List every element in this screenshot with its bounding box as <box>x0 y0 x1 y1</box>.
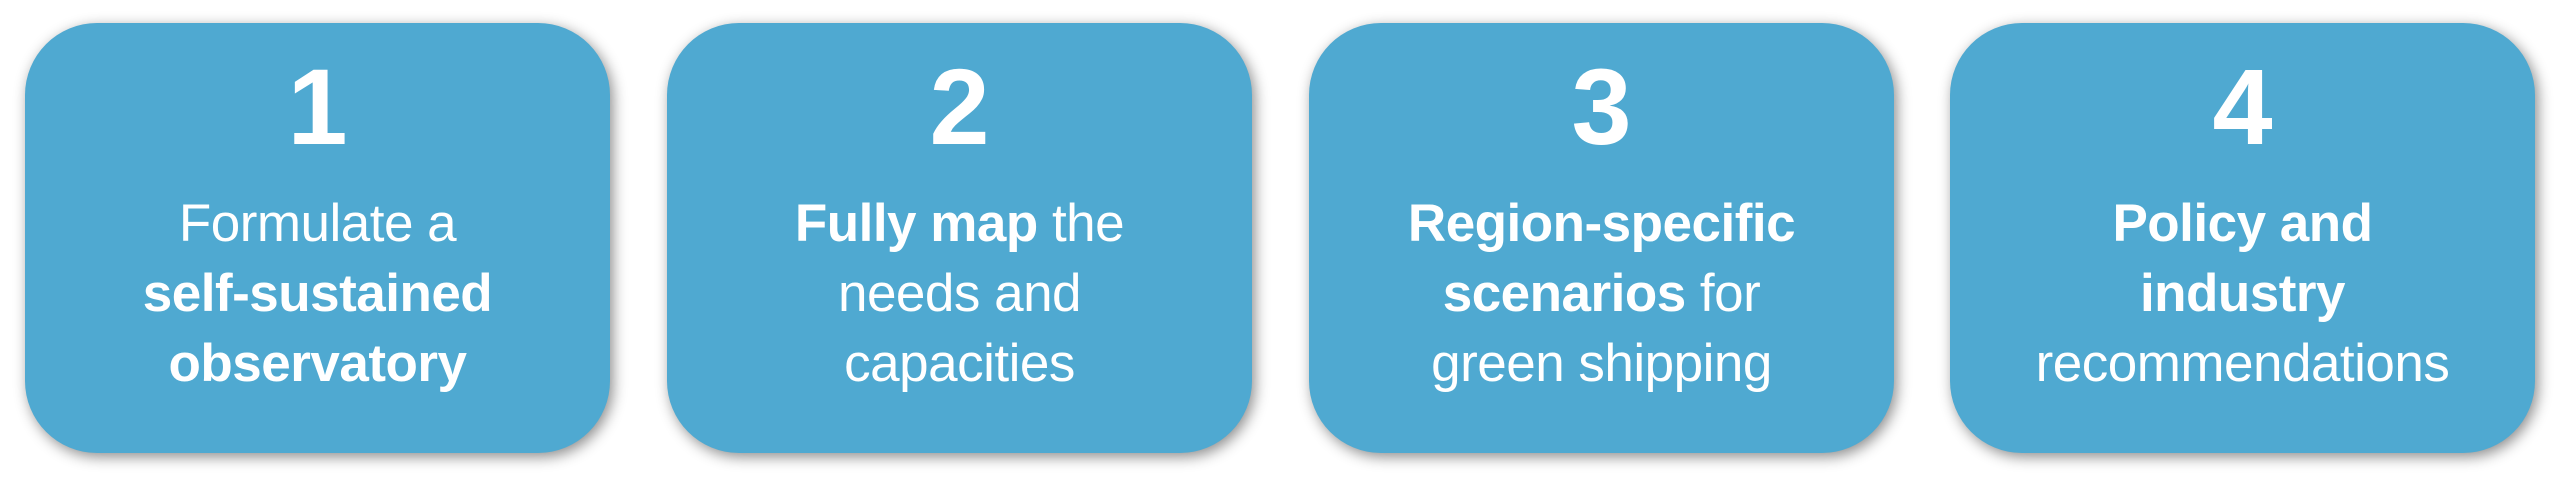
step-line: Formulate a <box>178 194 457 253</box>
step-card-1: 1 Formulate a self-sustained observatory <box>25 23 610 453</box>
step-card-3: 3 Region-specific scenarios for green sh… <box>1309 23 1894 453</box>
step-line: recommendations <box>2035 334 2450 393</box>
step-number: 3 <box>1571 46 1632 167</box>
step-line: green shipping <box>1431 334 1772 393</box>
step-card-2: 2 Fully map the needs and capacities <box>667 23 1252 453</box>
step-line: Fully map the <box>794 194 1125 253</box>
step-line: observatory <box>168 334 467 393</box>
step-line: needs and <box>837 264 1082 323</box>
step-line: capacities <box>844 334 1075 393</box>
step-description: Region-specific scenarios for green ship… <box>1309 189 1894 399</box>
step-line: scenarios for <box>1442 264 1761 323</box>
step-line: Region-specific <box>1407 194 1796 253</box>
step-line: industry <box>2139 264 2346 323</box>
step-description: Policy and industry recommendations <box>1950 189 2535 399</box>
step-line: self-sustained <box>142 264 493 323</box>
step-number: 2 <box>929 46 990 167</box>
step-description: Fully map the needs and capacities <box>667 189 1252 399</box>
step-card-4: 4 Policy and industry recommendations <box>1950 23 2535 453</box>
step-description: Formulate a self-sustained observatory <box>25 189 610 399</box>
step-number: 1 <box>287 46 348 167</box>
step-line: Policy and <box>2112 194 2373 253</box>
step-number: 4 <box>2212 46 2273 167</box>
